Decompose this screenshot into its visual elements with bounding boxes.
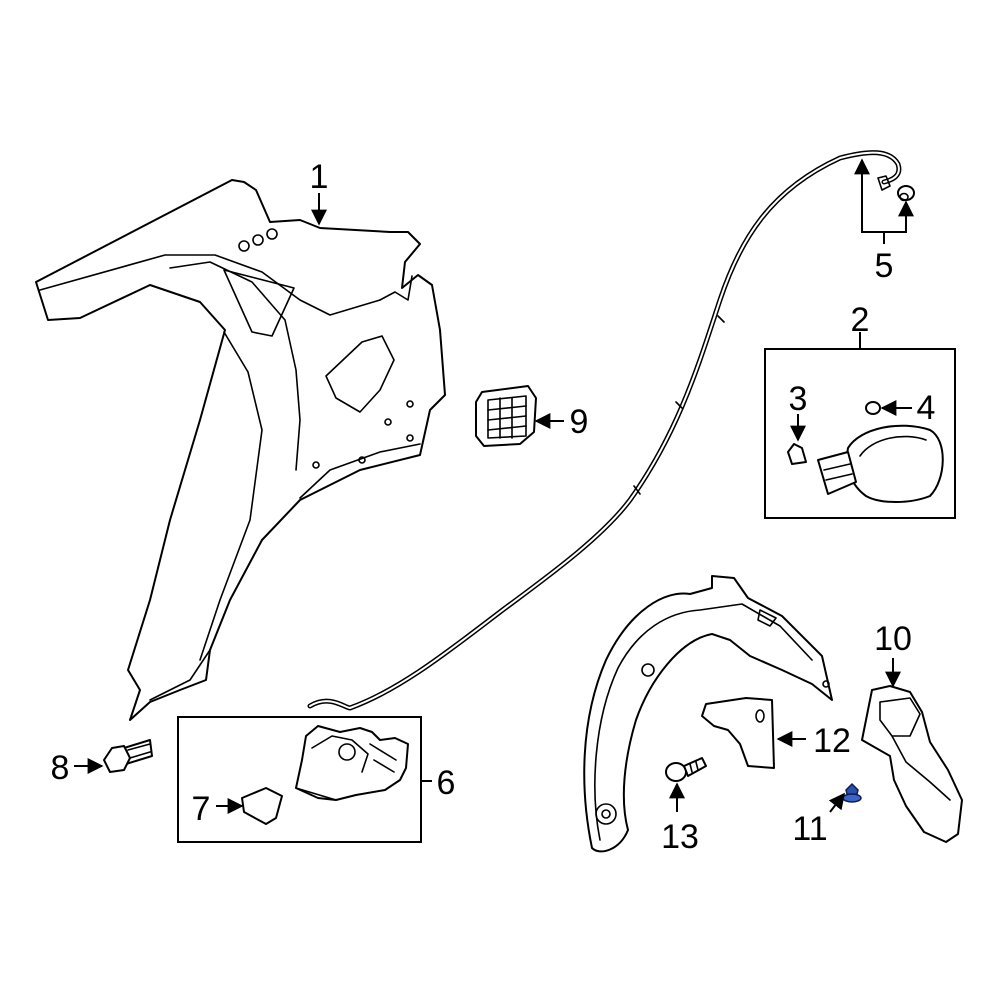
fuel-door-o-ring xyxy=(865,401,881,415)
callout-9: 9 xyxy=(570,403,589,441)
fuel-door xyxy=(817,424,944,503)
callout-6: 6 xyxy=(437,764,456,802)
callout-2: 2 xyxy=(851,301,870,339)
callout-4: 4 xyxy=(917,389,936,427)
callout-5: 5 xyxy=(875,247,894,285)
cable-grommet xyxy=(897,185,915,202)
housing-cap xyxy=(241,787,283,825)
bolt xyxy=(103,739,153,773)
leaders xyxy=(74,158,914,814)
callouts: 1 2 3 4 5 6 7 8 9 10 11 12 13 xyxy=(51,158,936,856)
callout-8: 8 xyxy=(51,749,70,787)
callout-3: 3 xyxy=(789,380,808,418)
callout-1: 1 xyxy=(310,158,329,196)
quarter-panel xyxy=(35,179,446,721)
splash-shield xyxy=(861,685,963,843)
wheelhouse-liner xyxy=(583,575,833,853)
mud-flap xyxy=(701,697,775,769)
fuel-door-housing xyxy=(295,725,409,801)
callout-13: 13 xyxy=(661,818,699,856)
leader-5 xyxy=(861,168,907,233)
callout-12: 12 xyxy=(813,722,851,760)
callout-7: 7 xyxy=(192,790,211,828)
leader-11 xyxy=(828,792,845,813)
vent-grille xyxy=(475,385,537,447)
callout-10: 10 xyxy=(874,620,912,658)
push-clip xyxy=(842,782,862,803)
fuel-door-bumper xyxy=(787,443,807,465)
housing-group-box xyxy=(177,716,422,843)
callout-11: 11 xyxy=(792,810,827,848)
screw xyxy=(665,757,707,782)
release-cable xyxy=(307,150,902,711)
